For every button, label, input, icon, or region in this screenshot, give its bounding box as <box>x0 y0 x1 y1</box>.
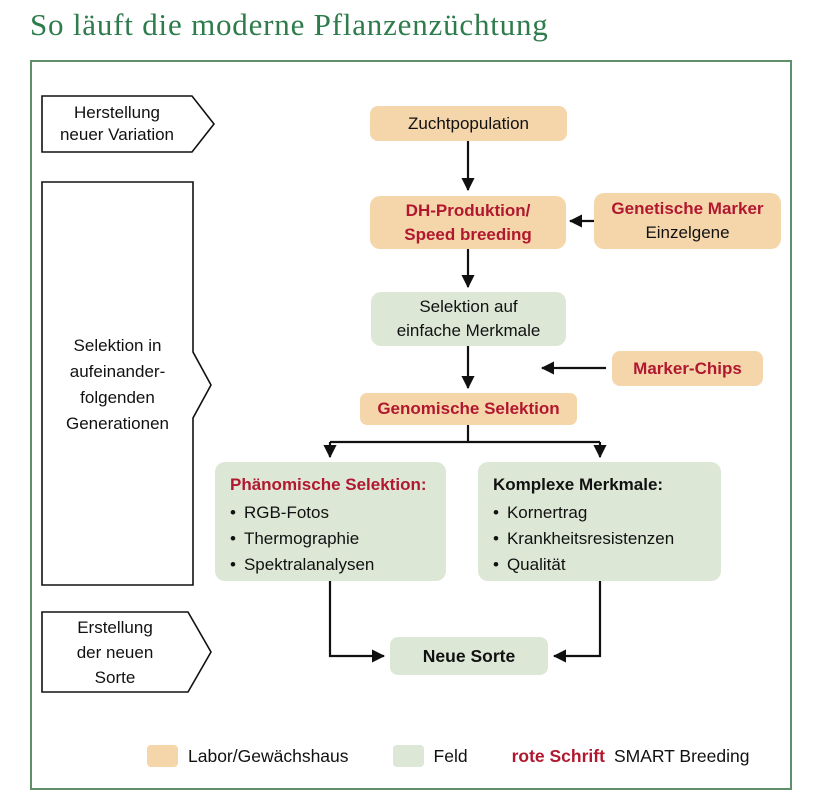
phase-label-selektion: Selektion in aufeinander- folgenden Gene… <box>42 280 193 490</box>
phase-line: aufeinander- <box>69 362 166 381</box>
node-selektion-einfache-merkmale: Selektion auf einfache Merkmale <box>371 292 566 346</box>
list-item: Krankheitsresistenzen <box>493 526 711 552</box>
node-label: Zuchtpopulation <box>408 113 529 133</box>
node-line: Speed breeding <box>404 224 532 244</box>
node-genetische-marker: Genetische Marker Einzelgene <box>594 193 781 249</box>
phase-line: folgenden <box>80 388 155 407</box>
node-dh-produktion: DH-Produktion/ Speed breeding <box>370 196 566 249</box>
node-phaenomische-selektion: Phänomische Selektion: RGB-Fotos Thermog… <box>215 462 446 581</box>
phase-line: Selektion in <box>73 336 162 355</box>
node-genomische-selektion: Genomische Selektion <box>360 393 577 425</box>
legend-label-feld: Feld <box>433 745 468 766</box>
phase-line: neuer Variation <box>59 125 175 144</box>
legend-swatch-feld <box>392 745 424 767</box>
phase-label-herstellung: Herstellung neuer Variation <box>42 96 192 152</box>
phase-line: Generationen <box>65 414 170 433</box>
node-title: Genetische Marker <box>611 199 764 218</box>
phase-label-erstellung: Erstellung der neuen Sorte <box>42 612 188 692</box>
panel-title: Phänomische Selektion: <box>230 475 427 494</box>
node-zuchtpopulation: Zuchtpopulation <box>370 106 567 141</box>
phase-line: Erstellung <box>77 617 153 637</box>
node-label: Neue Sorte <box>422 646 516 666</box>
list-item: Qualität <box>493 552 711 578</box>
list-item: Thermographie <box>230 526 436 552</box>
page-title: So läuft die moderne Pflanzenzüchtung <box>30 7 549 42</box>
legend-label-smart-breeding: SMART Breeding <box>613 745 750 766</box>
list-item: RGB-Fotos <box>230 500 436 526</box>
bullet-list: RGB-Fotos Thermographie Spektralanalysen <box>230 500 436 578</box>
panel-title: Komplexe Merkmale: <box>493 475 664 494</box>
bullet-list: Kornertrag Krankheitsresistenzen Qualitä… <box>493 500 711 578</box>
list-item: Spektralanalysen <box>230 552 436 578</box>
node-komplexe-merkmale: Komplexe Merkmale: Kornertrag Krankheits… <box>478 462 721 581</box>
node-line: Selektion auf <box>419 297 518 316</box>
phase-line: Sorte <box>94 667 136 687</box>
legend-label-rote-schrift: rote Schrift <box>511 745 605 766</box>
phase-line: der neuen <box>76 642 154 662</box>
node-neue-sorte: Neue Sorte <box>390 637 548 675</box>
node-label: Genomische Selektion <box>377 399 560 418</box>
legend-label-labor: Labor/Gewächshaus <box>188 745 349 766</box>
node-line: DH-Produktion/ <box>405 200 531 220</box>
node-subtitle: Einzelgene <box>645 223 730 242</box>
legend: Labor/Gewächshaus Feld rote Schrift SMAR… <box>147 745 749 767</box>
node-label: Marker-Chips <box>633 358 742 378</box>
list-item: Kornertrag <box>493 500 711 526</box>
phase-line: Herstellung <box>74 103 160 122</box>
legend-swatch-labor <box>147 745 178 767</box>
node-line: einfache Merkmale <box>396 321 541 340</box>
node-marker-chips: Marker-Chips <box>612 351 763 386</box>
